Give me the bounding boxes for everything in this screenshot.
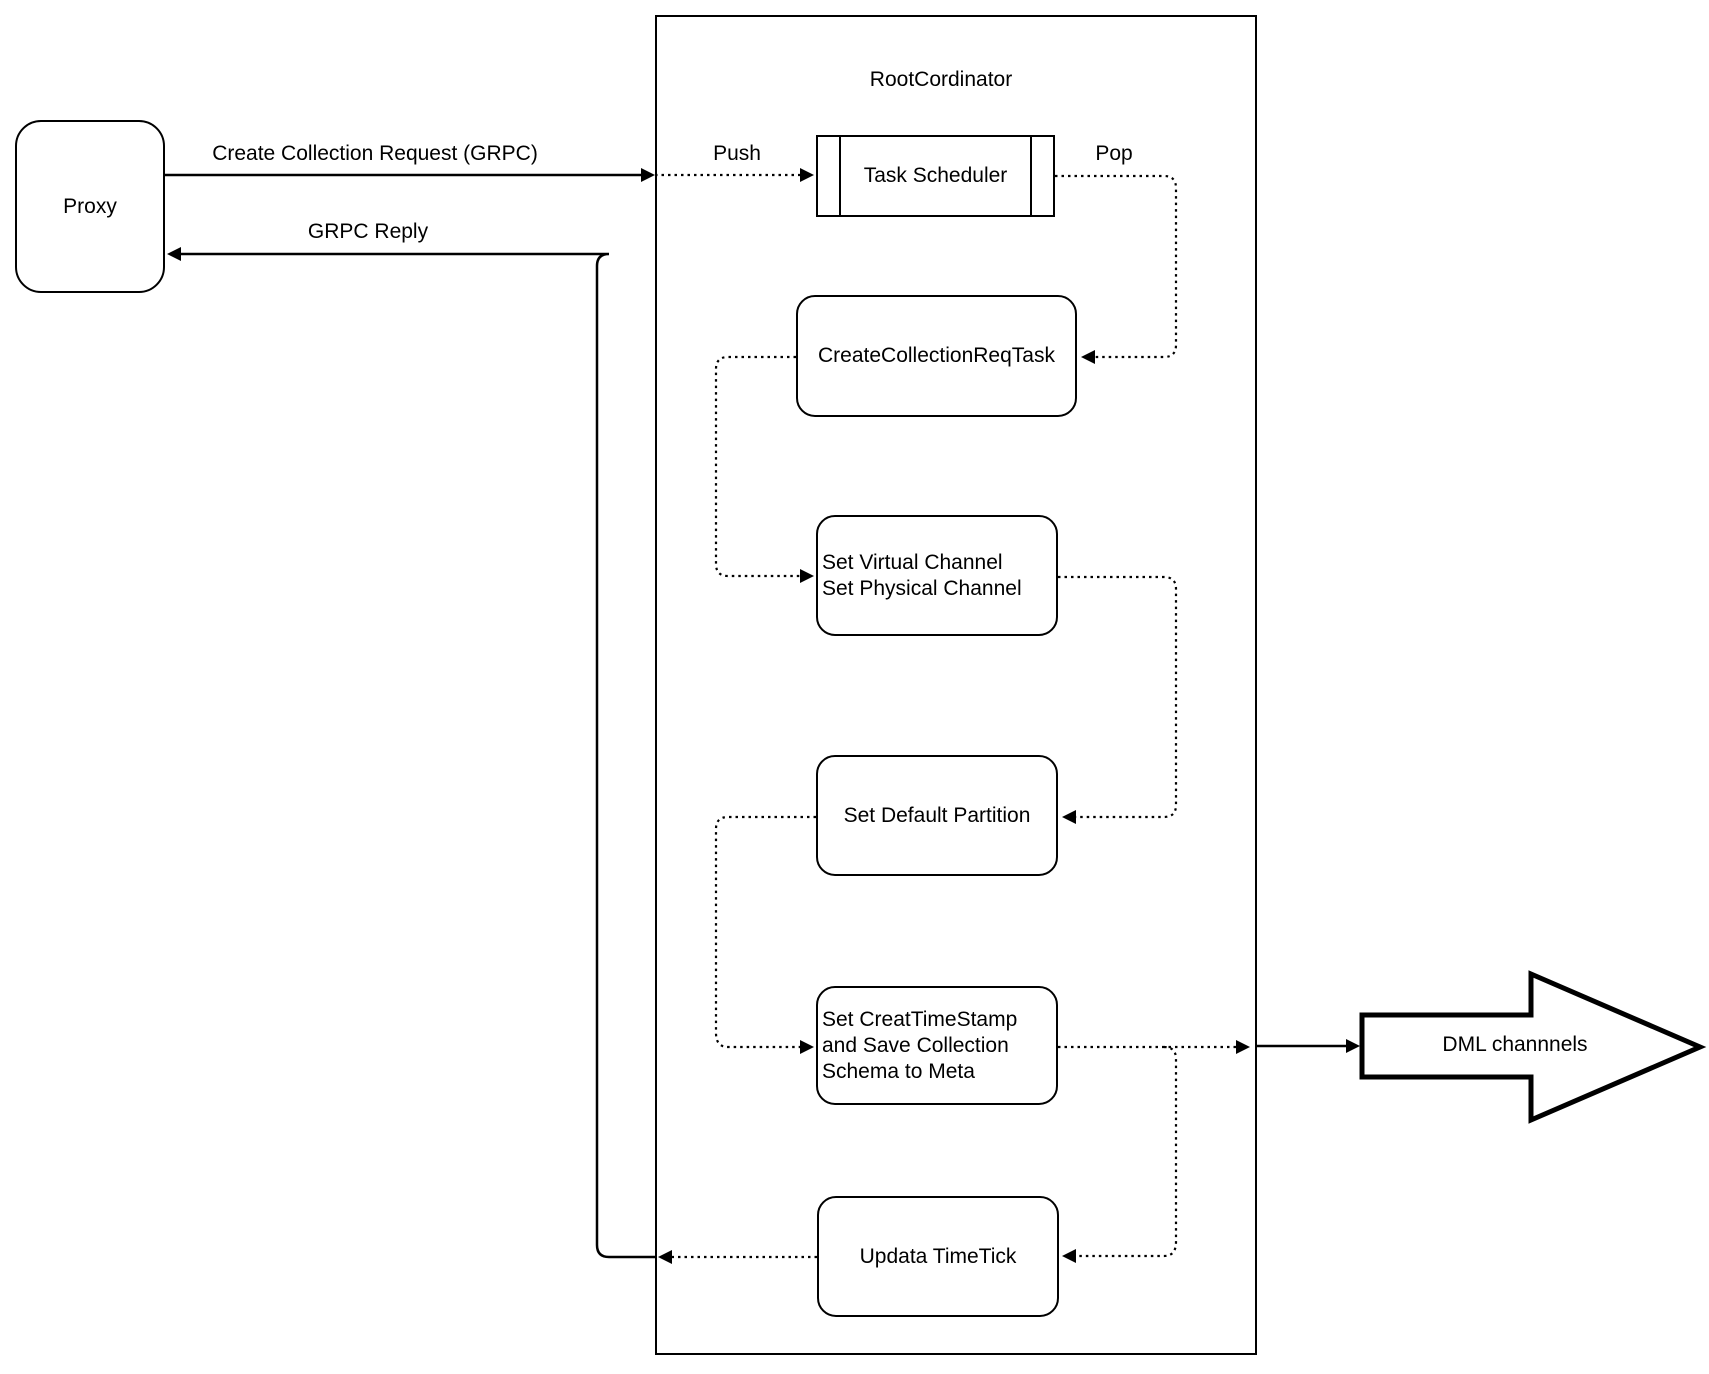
rootcordinator-container [655,15,1257,1355]
arrowhead-grpc-reply-icon [167,247,181,261]
dml-channels-arrow [1359,970,1707,1124]
edge-createtask-to-setchannels-line [714,355,800,578]
edge-label-push: Push [713,142,761,165]
set-creat-timestamp-label: Set CreatTimeStamp and Save Collection S… [822,1007,1018,1083]
proxy-label: Proxy [63,194,117,218]
arrowhead-setcreat-icon [800,1040,814,1054]
task-scheduler-left-rule [839,137,841,215]
set-default-partition-node: Set Default Partition [816,755,1058,876]
edge-pop-line [1055,174,1178,359]
edge-label-pop: Pop [1095,142,1133,165]
arrowhead-pop-icon [1081,350,1095,364]
edge-label-create-collection-request: Create Collection Request (GRPC) [212,142,538,165]
rootcordinator-title: RootCordinator [869,68,1013,91]
arrowhead-into-container-icon [641,168,655,182]
edge-setchannels-to-setdefault-line [1058,575,1178,819]
arrowhead-dml-icon [1346,1039,1360,1053]
arrowhead-setchannels-icon [800,569,814,583]
updata-timetick-node: Updata TimeTick [817,1196,1059,1317]
set-channels-label: Set Virtual Channel Set Physical Channel [822,550,1022,600]
set-channels-node: Set Virtual Channel Set Physical Channel [816,515,1058,636]
edge-grpc-reply-line [181,252,655,1259]
task-scheduler-node: Task Scheduler [816,135,1055,217]
create-collection-req-task-node: CreateCollectionReqTask [796,295,1077,417]
edge-label-grpc-reply: GRPC Reply [307,220,429,243]
arrowhead-to-edge-icon [1236,1040,1250,1054]
edge-setdefault-to-setcreat-line [714,815,816,1049]
edge-branch-to-updata-line [1076,1045,1178,1258]
create-collection-req-task-label: CreateCollectionReqTask [818,344,1055,367]
dml-channels-label: DML channnels [1442,1033,1588,1056]
set-default-partition-label: Set Default Partition [843,803,1031,827]
set-creat-timestamp-node: Set CreatTimeStamp and Save Collection S… [816,986,1058,1105]
arrowhead-reply-start-icon [658,1250,672,1264]
proxy-node: Proxy [15,120,165,293]
updata-timetick-label: Updata TimeTick [859,1244,1017,1268]
task-scheduler-label: Task Scheduler [863,164,1008,187]
arrowhead-updata-icon [1062,1249,1076,1263]
arrowhead-setdefault-icon [1062,810,1076,824]
arrowhead-push-icon [800,168,814,182]
task-scheduler-right-rule [1030,137,1032,215]
